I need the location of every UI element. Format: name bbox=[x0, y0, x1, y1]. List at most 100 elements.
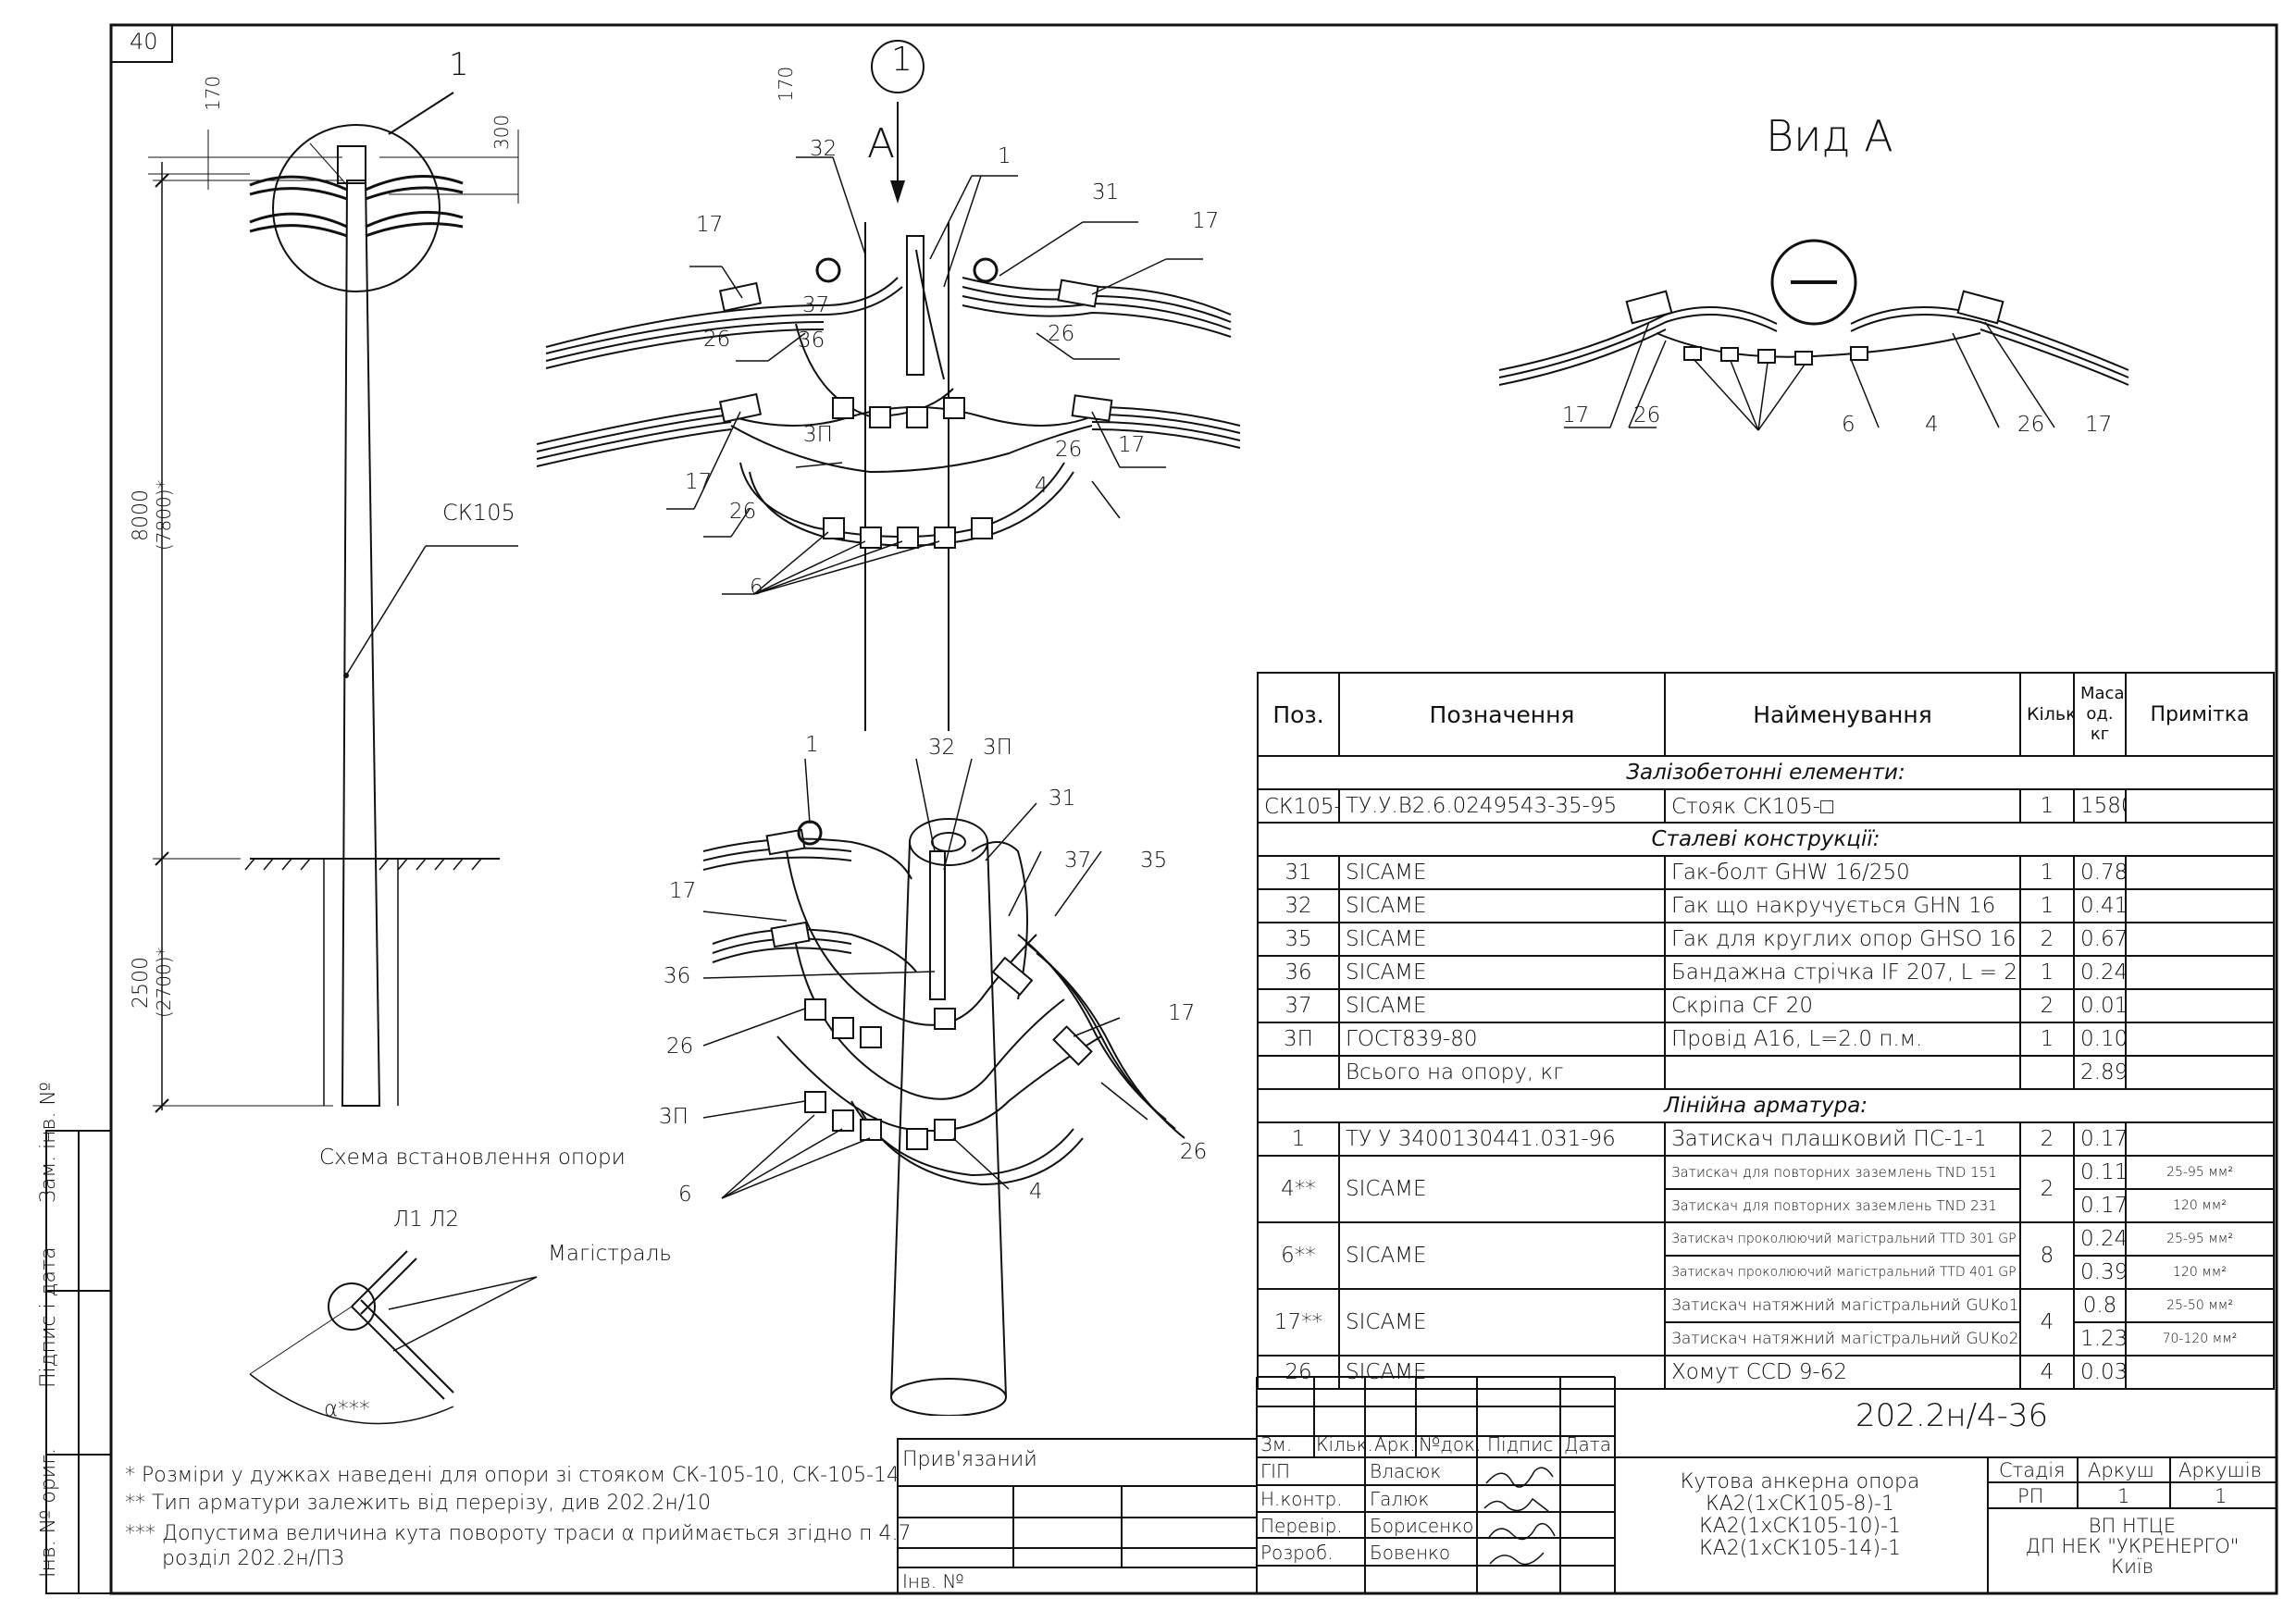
angle-label-alpha: α*** bbox=[324, 1397, 370, 1421]
callout-detail-1: 1 bbox=[449, 46, 469, 83]
callout-top-1: 1 bbox=[998, 144, 1011, 168]
callout-view-26b: 26 bbox=[2017, 413, 2045, 437]
callout-view-17a: 17 bbox=[1562, 403, 1590, 427]
note-4: розділ 202.2н/ПЗ bbox=[162, 1547, 344, 1570]
detail-1-isometric bbox=[536, 40, 1241, 731]
header-code: Позначення bbox=[1338, 672, 1666, 757]
table-group-row: Сталеві конструкції: bbox=[1257, 822, 2275, 857]
callout-top-31: 31 bbox=[1092, 180, 1120, 204]
tb-sheets-value: 1 bbox=[2215, 1485, 2228, 1507]
tb-name-4: Бовенко bbox=[1370, 1542, 1451, 1564]
callout-bot-26a: 26 bbox=[666, 1035, 694, 1059]
callout-bot-17b: 17 bbox=[1168, 1001, 1196, 1025]
callout-bot-37: 37 bbox=[1064, 849, 1092, 873]
callout-top-17d: 17 bbox=[685, 470, 713, 494]
callout-bot-4: 4 bbox=[1029, 1180, 1043, 1204]
tb-role-check: Перевір. bbox=[1260, 1515, 1343, 1537]
tb-col-sheet: Арк. bbox=[1374, 1433, 1416, 1456]
header-mass: Маса од. кг bbox=[2073, 672, 2127, 757]
view-a-title: Вид А bbox=[1766, 111, 1893, 161]
callout-bot-6: 6 bbox=[678, 1183, 692, 1207]
table-row: Затискач натяжний магістральний GUKo2 1.… bbox=[1258, 1321, 2275, 1357]
tb-name-2: Галюк bbox=[1370, 1488, 1430, 1510]
callout-top-17a: 17 bbox=[696, 213, 724, 237]
callout-top-26b: 26 bbox=[1048, 322, 1075, 346]
install-caption: Схема встановлення опори bbox=[319, 1146, 626, 1170]
callout-bot-35: 35 bbox=[1140, 849, 1168, 873]
header-note: Примітка bbox=[2125, 672, 2275, 757]
header-pos: Поз. bbox=[1257, 672, 1340, 757]
table-row: 26 SICAME Хомут CCD 9-62 4 0.03 bbox=[1257, 1355, 2275, 1390]
callout-bot-3p-b: 3П bbox=[659, 1105, 689, 1129]
callout-top-17b: 17 bbox=[1192, 209, 1220, 233]
table-group-row: Лінійна арматура: bbox=[1257, 1088, 2275, 1123]
callout-top-26d: 26 bbox=[729, 500, 757, 524]
tb-name-1: Власюк bbox=[1370, 1460, 1442, 1482]
table-row: 17** SICAME Затискач натяжний магістраль… bbox=[1257, 1288, 2275, 1357]
table-row: Затискач проколюючий магістральний TTD 4… bbox=[1258, 1255, 2275, 1290]
note-3: *** Допустима величина кута повороту тра… bbox=[125, 1522, 912, 1545]
tb-role-dev: Розроб. bbox=[1260, 1542, 1334, 1564]
tb-col-date: Дата bbox=[1564, 1433, 1612, 1456]
tb-col-qty: Кільк. bbox=[1316, 1433, 1373, 1456]
pole-installation-scheme bbox=[148, 92, 519, 1113]
spec-header-row: Поз. Позначення Найменування Кільк. Маса… bbox=[1257, 672, 2275, 757]
table-group-row: Залізобетонні елементи: bbox=[1257, 755, 2275, 790]
tb-sheet-label: Аркуш bbox=[2088, 1459, 2154, 1481]
callout-circle-1: 1 bbox=[891, 41, 912, 79]
view-a-drawing bbox=[1498, 239, 2129, 431]
table-row: 4** SICAME Затискач для повторних заземл… bbox=[1257, 1155, 2275, 1223]
callout-top-36: 36 bbox=[798, 328, 825, 353]
callout-view-26a: 26 bbox=[1633, 403, 1661, 427]
view-arrow-a: A bbox=[867, 120, 896, 167]
callout-top-6: 6 bbox=[750, 576, 763, 600]
note-2: ** Тип арматури залежить від перерізу, д… bbox=[125, 1492, 712, 1515]
note-1: * Розміри у дужках наведені для опори зі… bbox=[125, 1464, 900, 1487]
label-pole-sk105: СК105 bbox=[442, 500, 515, 526]
spec-body: Залізобетонні елементи:СК105-□ТУ.У.В2.6.… bbox=[1257, 755, 2275, 1123]
tb-stage-value: РП bbox=[2017, 1485, 2044, 1507]
tb-col-sign: Підпис bbox=[1487, 1433, 1554, 1456]
callout-view-4: 4 bbox=[1925, 413, 1939, 437]
callout-bot-36: 36 bbox=[664, 964, 691, 988]
tb-col-change: Зм. bbox=[1260, 1433, 1293, 1456]
drawing-title: Кутова анкерна опора КА2(1хСК105-8)-1 КА… bbox=[1680, 1470, 1920, 1560]
tb-inv: Інв. № bbox=[902, 1570, 964, 1592]
turn-angle-diagram bbox=[249, 1250, 538, 1425]
callout-top-26a: 26 bbox=[703, 328, 731, 352]
sheet-corner-number: 40 bbox=[130, 29, 158, 55]
angle-label-main: Магістраль bbox=[548, 1242, 672, 1266]
callout-bot-32: 32 bbox=[928, 736, 956, 760]
callout-top-17c: 17 bbox=[1118, 433, 1146, 457]
tb-role-ncontrol: Н.контр. bbox=[1260, 1488, 1343, 1510]
table-row: 6** SICAME Затискач проколюючий магістра… bbox=[1257, 1221, 2275, 1290]
tb-name-3: Борисенко bbox=[1370, 1515, 1474, 1537]
specification-table: Поз. Позначення Найменування Кільк. Маса… bbox=[1257, 672, 2275, 1390]
tb-tied: Прив'язаний bbox=[902, 1448, 1037, 1471]
callout-top-4: 4 bbox=[1035, 474, 1049, 498]
callout-view-17b: 17 bbox=[2085, 413, 2113, 437]
callout-top-26c: 26 bbox=[1055, 438, 1083, 462]
tb-col-doc: №док. bbox=[1419, 1433, 1482, 1456]
signatures bbox=[1483, 1467, 1556, 1566]
angle-label-lines: Л1 Л2 bbox=[393, 1208, 460, 1232]
table-row: Затискач для повторних заземлень TND 231… bbox=[1258, 1188, 2275, 1223]
callout-bot-31: 31 bbox=[1049, 787, 1076, 811]
callout-top-37: 37 bbox=[802, 293, 830, 317]
header-qty: Кільк. bbox=[2019, 672, 2075, 757]
callout-top-3p: 3П bbox=[803, 423, 833, 447]
tb-role-gip: ГІП bbox=[1260, 1460, 1291, 1482]
callout-bot-3p: 3П bbox=[983, 736, 1012, 760]
doc-code: 202.2н/4-36 bbox=[1855, 1397, 2049, 1434]
header-name: Найменування bbox=[1664, 672, 2021, 757]
callout-bot-1: 1 bbox=[805, 733, 819, 757]
callout-top-32: 32 bbox=[810, 137, 838, 161]
detail-2-isometric bbox=[702, 758, 1185, 1416]
